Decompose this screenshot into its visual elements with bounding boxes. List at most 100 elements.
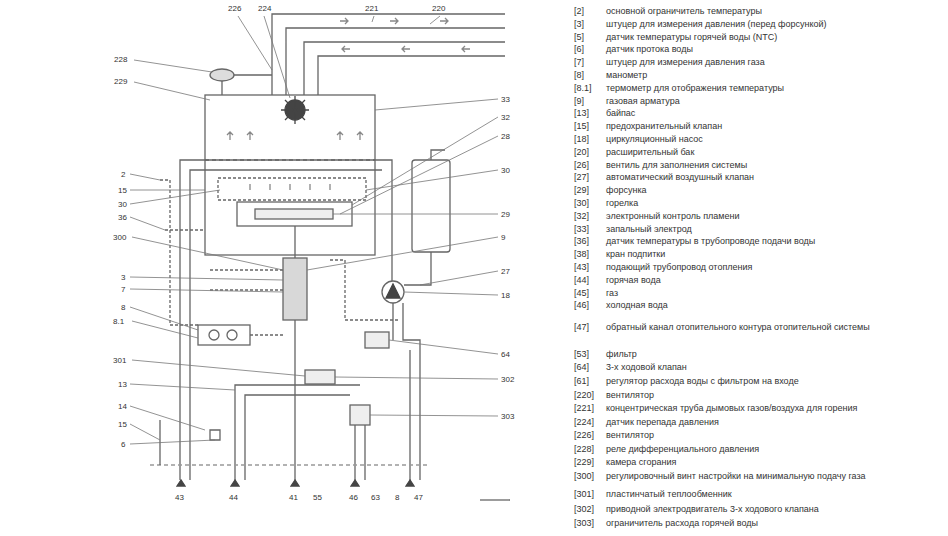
key-description: подающий трубопровод отопления	[606, 262, 941, 272]
callout-number: 8	[121, 303, 125, 312]
key-description: горячая вода	[606, 275, 941, 285]
key-description: вентилятор	[606, 390, 941, 400]
key-code: [15]	[574, 121, 589, 131]
key-code: [301]	[574, 489, 594, 499]
key-code: [224]	[574, 417, 594, 427]
callout-number: 301	[113, 356, 126, 365]
key-code: [32]	[574, 211, 589, 221]
key-description: регулятор расхода воды с фильтром на вхо…	[606, 376, 941, 386]
key-code: [18]	[574, 134, 589, 144]
key-code: [229]	[574, 457, 594, 467]
callout-number: 229	[114, 77, 127, 86]
callout-number: 29	[501, 210, 510, 219]
key-description: реле дифференциального давления	[606, 444, 941, 454]
callout-number: 14	[118, 402, 127, 411]
callout-number: 303	[501, 412, 514, 421]
key-description: датчик температуры в трубопроводе подачи…	[606, 236, 941, 246]
callout-number: 46	[349, 493, 358, 502]
key-description: вентиль для заполнения системы	[606, 160, 941, 170]
key-code: [27]	[574, 172, 589, 182]
callout-number: 28	[501, 132, 510, 141]
key-code: [33]	[574, 224, 589, 234]
callout-number: 6	[121, 440, 125, 449]
key-description: регулировочный винт настройки на минимал…	[606, 471, 941, 481]
key-code: [64]	[574, 362, 589, 372]
callout-number: 63	[371, 493, 380, 502]
callout-number: 18	[501, 291, 510, 300]
key-code: [45]	[574, 288, 589, 298]
key-description: электронный контроль пламени	[606, 211, 941, 221]
key-code: [46]	[574, 300, 589, 310]
key-code: [47]	[574, 322, 589, 332]
key-description: термометр для отображения температуры	[606, 83, 941, 93]
callout-number: 13	[118, 380, 127, 389]
key-code: [2]	[574, 6, 584, 16]
key-code: [36]	[574, 236, 589, 246]
callout-number: 8.1	[113, 317, 124, 326]
callout-number: 15	[118, 186, 127, 195]
callout-number: 228	[114, 55, 127, 64]
key-code: [228]	[574, 444, 594, 454]
key-code: [300]	[574, 471, 594, 481]
key-description: 3-х ходовой клапан	[606, 362, 941, 372]
key-code: [7]	[574, 57, 584, 67]
key-description: камера сгорания	[606, 457, 941, 467]
key-description: холодная вода	[606, 300, 941, 310]
callout-number: 44	[229, 493, 238, 502]
callout-number: 3	[121, 273, 125, 282]
key-code: [38]	[574, 249, 589, 259]
key-description: пластинчатый теплообменник	[606, 489, 941, 499]
callout-number: 226	[228, 4, 241, 13]
key-code: [43]	[574, 262, 589, 272]
key-description: автоматический воздушный клапан	[606, 172, 941, 182]
callout-number: 221	[365, 4, 378, 13]
key-description: предохранительный клапан	[606, 121, 941, 131]
callout-number: 300	[113, 233, 126, 242]
key-description: кран подпитки	[606, 249, 941, 259]
key-description: фильтр	[606, 349, 941, 359]
key-description: форсунка	[606, 185, 941, 195]
key-code: [302]	[574, 504, 594, 514]
key-code: [44]	[574, 275, 589, 285]
key-code: [20]	[574, 147, 589, 157]
key-description: штуцер для измерения давления газа	[606, 57, 941, 67]
callout-number: 8	[395, 493, 399, 502]
callout-number: 15	[118, 420, 127, 429]
key-code: [29]	[574, 185, 589, 195]
key-code: [5]	[574, 32, 584, 42]
key-description: обратный канал отопительного контура ото…	[606, 322, 941, 332]
key-code: [8.1]	[574, 83, 592, 93]
key-code: [220]	[574, 390, 594, 400]
key-code: [30]	[574, 198, 589, 208]
callout-number: 9	[501, 233, 505, 242]
callout-number: 32	[501, 113, 510, 122]
key-code: [26]	[574, 160, 589, 170]
key-code: [303]	[574, 518, 594, 528]
key-description: расширительный бак	[606, 147, 941, 157]
key-description: вентилятор	[606, 430, 941, 440]
callout-number: 33	[501, 95, 510, 104]
key-code: [3]	[574, 19, 584, 29]
key-description: газовая арматура	[606, 96, 941, 106]
key-code: [61]	[574, 376, 589, 386]
callout-number: 7	[121, 285, 125, 294]
key-description: байпас	[606, 108, 941, 118]
key-description: приводной электродвигатель 3-х ходового …	[606, 504, 941, 514]
callout-number: 220	[432, 4, 445, 13]
key-description: манометр	[606, 70, 941, 80]
key-description: датчик температуры горячей воды (NTC)	[606, 32, 941, 42]
callout-number: 30	[118, 200, 127, 209]
callout-number: 47	[414, 493, 423, 502]
key-code: [8]	[574, 70, 584, 80]
callout-number: 27	[501, 267, 510, 276]
callout-number: 30	[501, 166, 510, 175]
callout-number: 302	[501, 375, 514, 384]
key-code: [9]	[574, 96, 584, 106]
callout-number: 2	[121, 170, 125, 179]
key-description: концентрическая труба дымовых газов/возд…	[606, 403, 941, 413]
key-description: горелка	[606, 198, 941, 208]
callout-number: 55	[313, 493, 322, 502]
key-description: основной ограничитель температуры	[606, 6, 941, 16]
key-code: [221]	[574, 403, 594, 413]
key-description: датчик перепада давления	[606, 417, 941, 427]
